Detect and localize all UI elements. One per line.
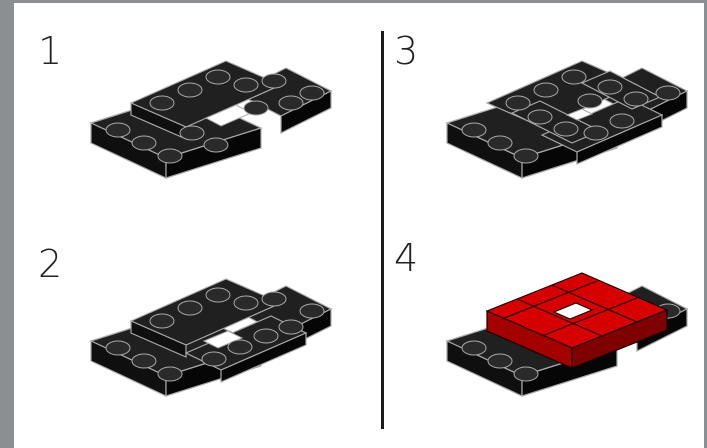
- step-number-2: 2: [38, 245, 62, 283]
- step-number-3: 3: [394, 32, 418, 70]
- step-4-figure: [442, 265, 692, 425]
- step-3-figure: [442, 53, 692, 213]
- step-divider: [381, 31, 384, 429]
- step-1-figure: [86, 53, 336, 213]
- instruction-sheet: 1: [14, 3, 704, 448]
- step-number-1: 1: [38, 32, 62, 70]
- step-2-figure: [86, 271, 336, 431]
- step-number-4: 4: [394, 239, 418, 277]
